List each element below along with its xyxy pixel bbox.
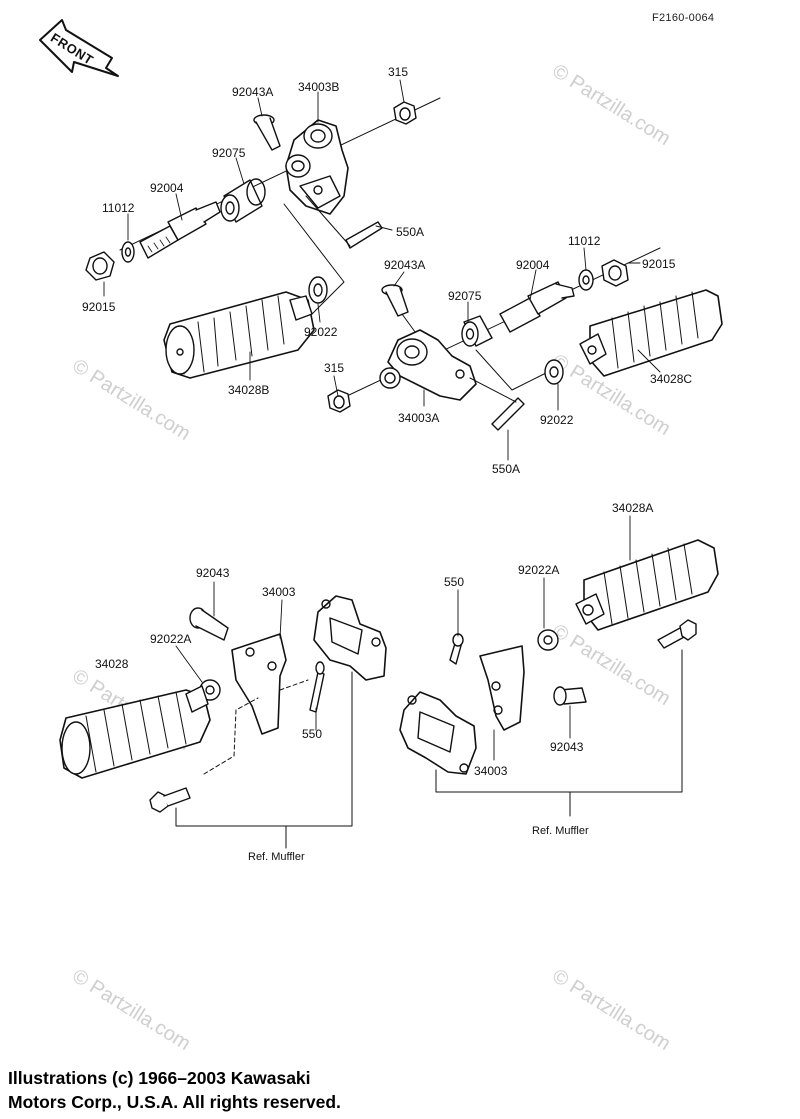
cotter-pin-550-right bbox=[449, 633, 464, 665]
part-label-92004-top: 92004 bbox=[150, 181, 184, 195]
part-label-34028A: 34028A bbox=[612, 501, 654, 515]
ref-muffler-label-right: Ref. Muffler bbox=[532, 825, 589, 837]
collar-92075-upper bbox=[220, 178, 266, 223]
washer-92022-right bbox=[544, 359, 564, 385]
cotter-pin-550-left bbox=[309, 661, 325, 713]
part-label-92043A-top: 92043A bbox=[232, 85, 274, 99]
cotter-pin-550A-top bbox=[305, 195, 393, 249]
nut-92015-right bbox=[601, 259, 629, 287]
bracket-34003A bbox=[379, 329, 477, 401]
part-label-92043-right: 92043 bbox=[550, 740, 584, 754]
part-label-92022-right: 92022 bbox=[540, 413, 574, 427]
part-label-34003-right: 34003 bbox=[474, 764, 508, 778]
part-label-34003B: 34003B bbox=[298, 80, 340, 94]
part-label-92015-right: 92015 bbox=[642, 257, 676, 271]
collar-92075-mid bbox=[461, 315, 493, 347]
mounting-plate-right bbox=[399, 691, 477, 775]
copyright-line-1: Illustrations (c) 1966–2003 Kawasaki bbox=[8, 1068, 311, 1088]
pin-92043A-top bbox=[253, 114, 281, 151]
cotter-pin-550A-mid bbox=[469, 377, 525, 431]
part-label-34028C: 34028C bbox=[650, 372, 693, 386]
pin-92043-right bbox=[553, 686, 587, 706]
washer-11012-left bbox=[121, 241, 135, 263]
nut-92015-left bbox=[85, 251, 115, 281]
part-label-34028: 34028 bbox=[95, 657, 129, 671]
nut-315-top bbox=[393, 101, 417, 125]
part-label-315-mid: 315 bbox=[324, 361, 345, 375]
part-label-11012-right: 11012 bbox=[568, 234, 601, 248]
bracket-34003-right bbox=[479, 645, 525, 731]
part-label-92022A-right: 92022A bbox=[518, 563, 560, 577]
part-label-11012-left: 11012 bbox=[102, 201, 135, 215]
washer-11012-right bbox=[578, 269, 594, 291]
shaft-92004-mid bbox=[499, 281, 575, 333]
pin-92043A-mid bbox=[381, 284, 419, 337]
nut-315-mid bbox=[327, 389, 351, 413]
part-label-92075-mid: 92075 bbox=[448, 289, 482, 303]
bracket-34003-left bbox=[231, 633, 287, 735]
part-label-92022-left: 92022 bbox=[304, 325, 338, 339]
part-label-92004-mid: 92004 bbox=[516, 258, 550, 272]
washer-92022-left bbox=[308, 276, 328, 304]
part-label-92075-top: 92075 bbox=[212, 146, 246, 160]
part-label-92043-left: 92043 bbox=[196, 566, 230, 580]
part-label-92022A-left: 92022A bbox=[150, 632, 192, 646]
diagram-code: F2160-0064 bbox=[652, 12, 715, 24]
part-label-34003-left: 34003 bbox=[262, 585, 296, 599]
footpeg-34028 bbox=[59, 685, 211, 779]
pin-92043-left bbox=[189, 607, 229, 641]
shaft-92004-upper bbox=[139, 201, 221, 259]
part-label-92043A-mid: 92043A bbox=[384, 258, 426, 272]
bracket-34003B bbox=[285, 119, 349, 215]
part-label-550-left: 550 bbox=[302, 727, 323, 741]
part-label-34003A: 34003A bbox=[398, 411, 440, 425]
front-arrow-icon bbox=[39, 19, 119, 77]
part-label-550A-top: 550A bbox=[396, 225, 425, 239]
bolt-lower-left bbox=[149, 787, 191, 813]
copyright-notice: Illustrations (c) 1966–2003 Kawasaki Mot… bbox=[8, 1066, 341, 1114]
part-label-550A-mid: 550A bbox=[492, 462, 521, 476]
copyright-line-2: Motors Corp., U.S.A. All rights reserved… bbox=[8, 1092, 341, 1112]
footpeg-34028A bbox=[575, 539, 719, 631]
part-label-315-top: 315 bbox=[388, 65, 409, 79]
washer-92022A-right bbox=[537, 629, 559, 651]
ref-muffler-label-left: Ref. Muffler bbox=[248, 851, 305, 863]
part-label-550-right: 550 bbox=[444, 575, 465, 589]
bolt-right bbox=[657, 619, 697, 649]
footpeg-34028C bbox=[579, 289, 723, 377]
mounting-plate-left bbox=[313, 595, 387, 681]
part-label-34028B: 34028B bbox=[228, 383, 270, 397]
footpeg-34028B bbox=[163, 291, 315, 379]
part-label-92015-left: 92015 bbox=[82, 300, 116, 314]
